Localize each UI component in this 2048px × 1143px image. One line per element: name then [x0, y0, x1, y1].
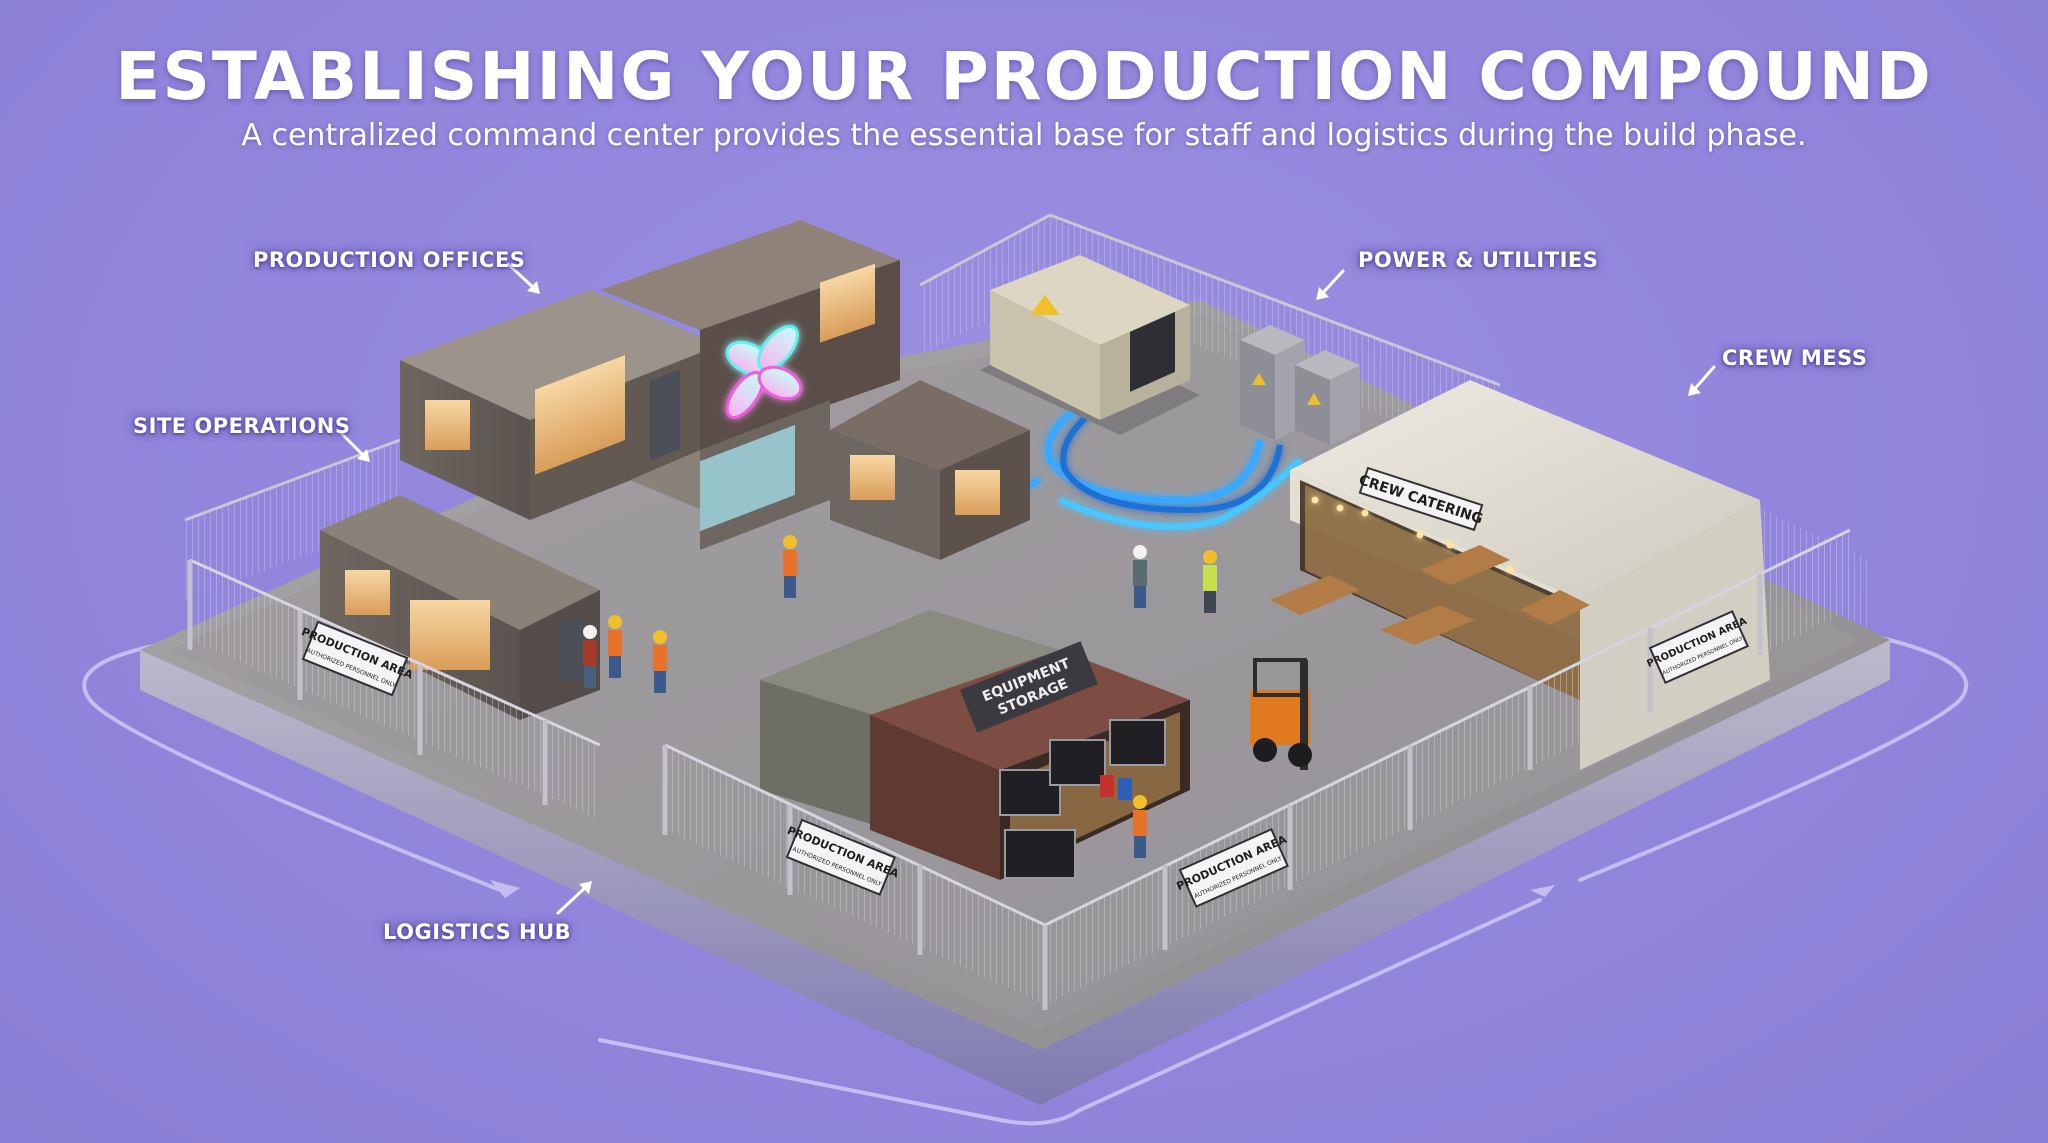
- arrow-power-utilities-icon: [1316, 269, 1345, 300]
- callout-arrows: [338, 262, 1716, 915]
- callout-production-offices: PRODUCTION OFFICES: [253, 248, 526, 272]
- equipment-storage-container: EQUIPMENT STORAGE: [760, 610, 1190, 880]
- stacked-office-containers: [320, 220, 1030, 720]
- crew-catering-tent: CREW CATERING: [1270, 380, 1770, 770]
- fence-sign-2: PRODUCTION AREA AUTHORIZED PERSONNEL ONL…: [785, 818, 901, 896]
- callout-site-operations: SITE OPERATIONS: [133, 414, 351, 438]
- page-subtitle: A centralized command center provides th…: [241, 118, 1807, 153]
- callout-power-utilities: POWER & UTILITIES: [1358, 248, 1599, 272]
- callout-crew-mess: CREW MESS: [1722, 346, 1868, 370]
- page-title: ESTABLISHING YOUR PRODUCTION COMPOUND: [115, 38, 1933, 115]
- arrow-logistics-hub-icon: [556, 881, 592, 915]
- arrow-production-offices-icon: [506, 262, 540, 294]
- forklift: [1250, 658, 1312, 770]
- fence-posts: [187, 560, 1763, 1010]
- electrical-distribution-cabinets: [1240, 325, 1360, 445]
- neon-butterfly-logo: [725, 324, 803, 419]
- workers-with-hardhats: [583, 535, 1217, 858]
- callout-logistics-hub: LOGISTICS HUB: [383, 920, 572, 944]
- arrow-site-operations-icon: [338, 430, 370, 462]
- flow-path-line: [82, 618, 1969, 1126]
- diesel-generator: [980, 255, 1200, 435]
- arrow-crew-mess-icon: [1688, 365, 1716, 396]
